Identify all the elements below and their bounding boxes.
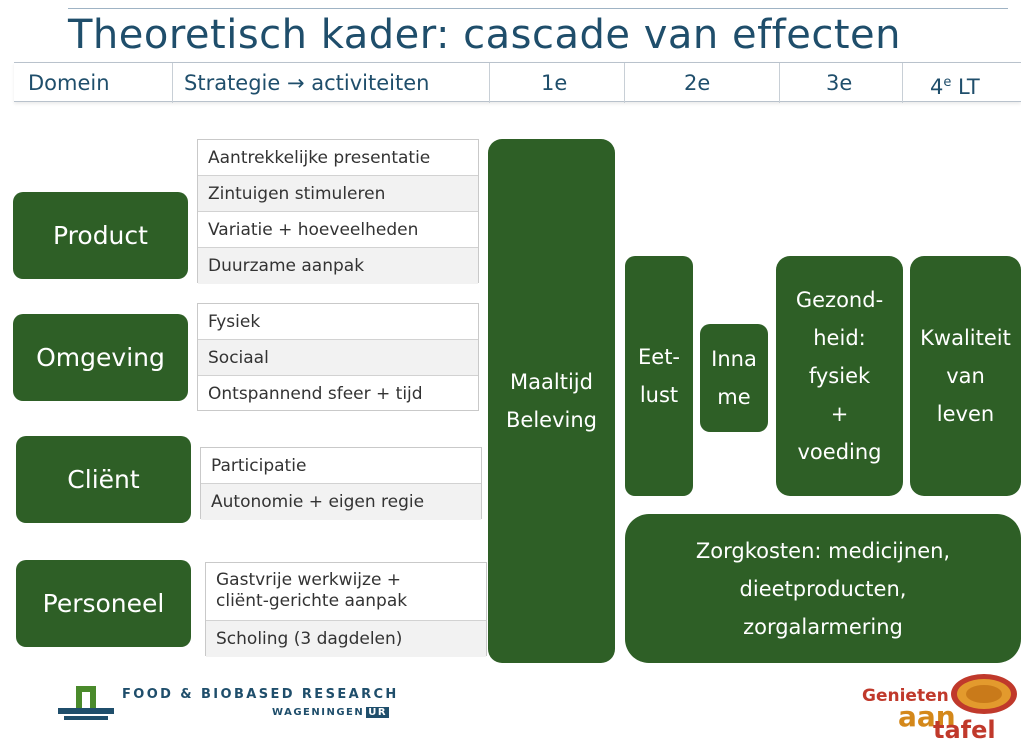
effect-line: Inna bbox=[711, 347, 757, 371]
effect-line: Kwaliteit bbox=[920, 326, 1011, 350]
aan-text: aan bbox=[898, 700, 956, 733]
wageningen-text: WAGENINGEN bbox=[272, 707, 365, 718]
header-separator bbox=[172, 63, 173, 103]
effect-line: lust bbox=[639, 383, 679, 407]
header-2e: 2e bbox=[684, 71, 711, 95]
header-4e-lt: 4e LT bbox=[930, 63, 980, 103]
activity-item: Fysiek bbox=[198, 304, 478, 340]
effect-line: van bbox=[946, 364, 985, 388]
header-separator bbox=[624, 63, 625, 103]
effect-line: Zorgkosten: medicijnen, bbox=[695, 538, 951, 563]
activity-list-product: Aantrekkelijke presentatie Zintuigen sti… bbox=[197, 139, 479, 284]
activity-item: Ontspannend sfeer + tijd bbox=[208, 384, 423, 404]
tafel-text: tafel bbox=[933, 716, 996, 744]
header-separator bbox=[779, 63, 780, 103]
effect-zorgkosten: Zorgkosten: medicijnen, dieetproducten, … bbox=[625, 514, 1021, 663]
effect-inname: Inna me bbox=[700, 324, 768, 432]
header-strategie: Strategie → activiteiten bbox=[184, 71, 430, 95]
domain-personeel: Personeel bbox=[16, 560, 191, 647]
fbr-logo-icon bbox=[58, 684, 114, 726]
genieten-text: Genieten bbox=[862, 686, 949, 706]
plate-icon bbox=[948, 670, 1020, 718]
effect-line: me bbox=[717, 385, 751, 409]
effect-line: fysiek bbox=[808, 364, 871, 388]
activity-item: Gastvrije werkwijze + cliënt-gerichte aa… bbox=[206, 563, 486, 621]
slide-title: Theoretisch kader: cascade van effecten bbox=[68, 12, 901, 58]
domain-omgeving: Omgeving bbox=[13, 314, 188, 401]
fbr-logo-text: FOOD & BIOBASED RESEARCH bbox=[122, 687, 399, 702]
header-4e-sup: e bbox=[943, 75, 952, 90]
activity-item: Scholing (3 dagdelen) bbox=[206, 621, 486, 657]
effect-line: voeding bbox=[797, 440, 882, 464]
effect-line: zorgalarmering bbox=[743, 614, 903, 639]
activity-list-client: Participatie Autonomie + eigen regie bbox=[200, 447, 482, 520]
domain-product: Product bbox=[13, 192, 188, 279]
domain-client: Cliënt bbox=[16, 436, 191, 523]
effect-gezondheid: Gezond- heid: fysiek + voeding bbox=[776, 256, 903, 496]
header-3e: 3e bbox=[826, 71, 853, 95]
activity-item: Aantrekkelijke presentatie bbox=[198, 140, 478, 176]
effect-line: Gezond- bbox=[795, 288, 884, 312]
activity-item: Variatie + hoeveelheden bbox=[198, 212, 478, 248]
activity-list-omgeving: Fysiek Sociaal Ontspannend sfeer + tijd bbox=[197, 303, 479, 411]
effect-line: leven bbox=[936, 402, 995, 426]
activity-item: Zintuigen stimuleren bbox=[198, 176, 478, 212]
effect-line: Maaltijd bbox=[510, 370, 593, 394]
header-separator bbox=[489, 63, 490, 103]
effect-line: Eet- bbox=[638, 345, 680, 369]
activity-list-personeel: Gastvrije werkwijze + cliënt-gerichte aa… bbox=[205, 562, 487, 657]
effect-line: dieetproducten, bbox=[739, 576, 907, 601]
header-domein: Domein bbox=[28, 71, 110, 95]
effect-line: heid: bbox=[813, 326, 866, 350]
header-1e: 1e bbox=[541, 71, 568, 95]
activity-item: Participatie bbox=[201, 448, 481, 484]
title-rule bbox=[68, 8, 1008, 9]
header-4e-rest: LT bbox=[951, 75, 980, 99]
column-header-bar: Domein Strategie → activiteiten 1e 2e 3e… bbox=[14, 62, 1021, 103]
effect-eetlust: Eet-lust bbox=[625, 256, 693, 496]
ur-badge: UR bbox=[366, 707, 390, 718]
activity-item: Autonomie + eigen regie bbox=[201, 484, 481, 520]
effect-kwaliteit-van-leven: Kwaliteit van leven bbox=[910, 256, 1021, 496]
activity-item: Duurzame aanpak bbox=[198, 248, 478, 284]
effect-line: Beleving bbox=[506, 408, 597, 432]
activity-item: Sociaal bbox=[198, 340, 478, 376]
effect-line: + bbox=[830, 402, 849, 426]
header-4e-base: 4 bbox=[930, 75, 944, 99]
header-separator bbox=[902, 63, 903, 103]
